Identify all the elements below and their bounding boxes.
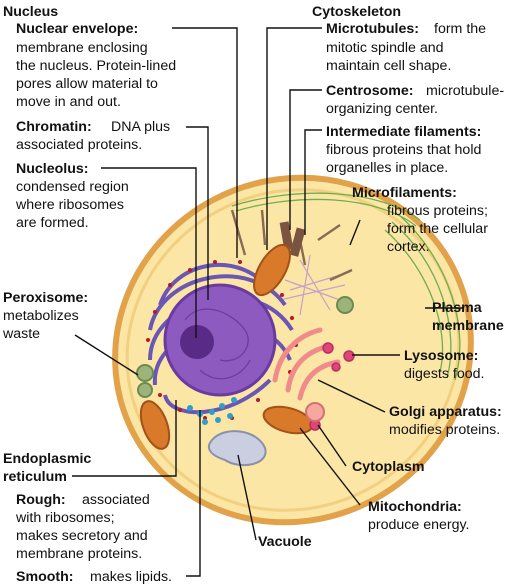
label-microfilaments-title: Microfilaments: [352,185,457,201]
label-microfilaments-line2: form the cellular [387,221,488,237]
label-mitochondria-line1: produce energy. [368,517,470,533]
label-intermediate-line2: organelles in place. [326,160,449,176]
label-plasma-line2: membrane [432,318,504,334]
label-rough-line1: associated [82,492,150,508]
label-nucleolus-title: Nucleolus: [16,161,89,177]
label-nucleolus-line3: are formed. [16,215,89,231]
label-plasma-line1: Plasma [432,300,482,316]
label-peroxisome-title: Peroxisome: [3,290,89,306]
label-smooth-line1: makes lipids. [90,569,173,585]
label-cytoplasm: Cytoplasm [352,459,425,475]
label-centrosome-line1: microtubule- [426,83,505,99]
label-peroxisome-line1: metabolizes [3,308,79,324]
label-mitochondria-title: Mitochondria: [368,499,462,515]
label-rough-line3: makes secretory and [16,528,148,544]
label-nuclear-envelope-line2: the nucleus. Protein-lined [16,58,177,74]
label-chromatin-line2: associated proteins. [16,137,143,153]
peroxisomes [136,296,354,398]
label-microtubules-line1: form the [434,21,487,37]
label-golgi-title: Golgi apparatus: [389,404,502,420]
label-rough-title: Rough: [16,492,66,508]
label-intermediate-line1: fibrous proteins that hold [326,142,482,158]
label-microtubules-title: Microtubules: [326,21,420,37]
label-centrosome-title: Centrosome: [326,83,414,99]
label-lysosome-line1: digests food. [404,366,485,382]
label-nuclear-envelope-title: Nuclear envelope: [16,21,139,37]
label-lysosome-title: Lysosome: [404,348,479,364]
label-microfilaments-line3: cortex. [387,239,430,255]
label-er-title-line2: reticulum [3,469,67,485]
leader-lines [72,27,464,577]
label-golgi-line1: modifies proteins. [389,422,501,438]
label-peroxisome-line2: waste [3,326,41,342]
label-intermediate-title: Intermediate filaments: [326,124,482,140]
plasma-membrane [112,174,474,526]
label-rough-line2: with ribosomes; [16,510,115,526]
label-er-title-line1: Endoplasmic [3,451,92,467]
label-nucleus: Nucleus [3,4,59,20]
label-vacuole: Vacuole [258,534,312,550]
label-microtubules-line2: mitotic spindle and [326,40,444,56]
label-nucleolus-line1: condensed region [16,179,129,195]
label-nucleolus-line2: where ribosomes [16,197,125,213]
vacuole [207,430,267,467]
label-chromatin-line1: DNA plus [111,119,171,135]
label-microfilaments-line1: fibrous proteins; [387,203,488,219]
label-centrosome-line2: organizing center. [326,101,438,117]
label-nuclear-envelope-line1: membrane enclosing [16,40,148,56]
lysosomes [309,342,355,431]
centrosome [279,221,306,257]
label-nuclear-envelope-line3: pores allow material to [16,76,158,92]
label-nuclear-envelope-line4: move in and out. [16,94,121,110]
label-rough-line4: membrane proteins. [16,546,143,562]
label-cytoskeleton: Cytoskeleton [312,4,402,20]
microtubules [230,209,353,282]
label-smooth-title: Smooth: [16,569,74,585]
nucleolus [180,325,214,359]
mitochondria [139,243,314,450]
microfilaments [231,192,461,381]
label-microtubules-line3: maintain cell shape. [326,58,452,74]
label-chromatin-title: Chromatin: [16,119,92,135]
golgi-vesicle [305,402,325,422]
